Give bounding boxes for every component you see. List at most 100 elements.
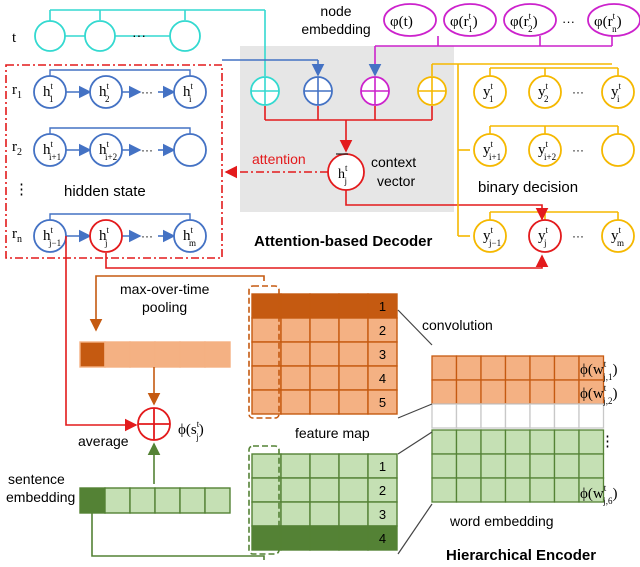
hidden-ellipsis: ··· (141, 85, 153, 99)
orange-map-cell (338, 293, 369, 319)
hidden-loop (49, 213, 191, 221)
rn-label: rn (12, 226, 22, 245)
word-matrix-cell (529, 403, 556, 429)
orange-map-index: 4 (379, 371, 386, 386)
svg-text:ϕ(stj): ϕ(stj) (178, 419, 204, 442)
green-map-cell (280, 453, 311, 479)
orange-map-cell (338, 341, 369, 367)
t-row-ellipsis: ··· (132, 27, 146, 43)
orange-map-cell (280, 317, 311, 343)
word-matrix-cell (431, 355, 458, 381)
green-map-cell (338, 501, 369, 527)
context-vector-label: context (371, 154, 416, 170)
orange-vector-cell (79, 341, 106, 368)
orange-map-cell (338, 365, 369, 391)
sentence-vector-cell (154, 487, 181, 514)
context-vector-label-2: vector (377, 173, 415, 189)
word-matrix-cell (578, 379, 605, 405)
green-map-index: 1 (379, 459, 386, 474)
word-matrix-cell (480, 355, 507, 381)
green-map-cell (280, 501, 311, 527)
orange-map-cell (251, 389, 282, 415)
node-embedding (503, 3, 557, 37)
svg-text:rn: rn (12, 226, 22, 245)
sentence-vector-cell (79, 487, 106, 514)
hidden-node (89, 75, 123, 109)
vdots-left: ⋮ (14, 181, 29, 198)
word-matrix-cell (504, 403, 531, 429)
word-matrix-cell (578, 355, 605, 381)
word-matrix-cell (431, 403, 458, 429)
word-matrix-cell (553, 379, 580, 405)
word-matrix-cell (553, 429, 580, 455)
node-embedding (383, 3, 437, 37)
green-map-cell (280, 477, 311, 503)
word-embedding-label: word embedding (449, 513, 554, 529)
hidden-node (173, 133, 207, 167)
svg-text:r2: r2 (12, 139, 22, 158)
word-matrix-cell (578, 477, 605, 503)
word-matrix-cell (455, 355, 482, 381)
green-map-cell (338, 453, 369, 479)
node-embedding-label-2: embedding (301, 21, 370, 37)
green-map-cell (309, 453, 340, 479)
hidden-node (89, 133, 123, 167)
word-matrix-cell (529, 379, 556, 405)
word-matrix-cell (455, 477, 482, 503)
orange-map-cell (280, 389, 311, 415)
word-matrix-cell (431, 453, 458, 479)
decoder-wiring (105, 36, 613, 269)
t-node (84, 20, 116, 52)
decision-ellipsis: ··· (572, 143, 584, 157)
word-matrix-cell (504, 453, 531, 479)
orange-map-cell (251, 293, 282, 319)
orange-map-index: 3 (379, 347, 386, 362)
hidden-node (89, 219, 123, 253)
word-matrix-cell (455, 453, 482, 479)
word-matrix-cell (504, 355, 531, 381)
orange-map-cell (367, 293, 398, 319)
decision-node (601, 219, 635, 253)
sentence-embedding-label-2: embedding (6, 489, 75, 505)
green-map-cell (367, 477, 398, 503)
sentence-vector-cell (204, 487, 231, 514)
vdots-word: ⋮ (600, 433, 615, 450)
word-matrix-cell (553, 453, 580, 479)
encoder-title: Hierarchical Encoder (446, 547, 596, 564)
t-label: t (12, 30, 17, 46)
orange-map-cell (251, 365, 282, 391)
hidden-state-label: hidden state (64, 183, 146, 200)
orange-map-cell (309, 365, 340, 391)
hidden-loop (49, 69, 191, 77)
orange-vector-cell (154, 341, 181, 368)
orange-vector-cell (204, 341, 231, 368)
orange-map-cell (280, 365, 311, 391)
green-map-cell (367, 501, 398, 527)
word-matrix-cell (529, 477, 556, 503)
green-map-cell (338, 525, 369, 551)
green-map-index: 2 (379, 483, 386, 498)
word-matrix-cell (553, 403, 580, 429)
green-map-cell (367, 525, 398, 551)
word-matrix-cell (504, 429, 531, 455)
word-matrix-cell (431, 379, 458, 405)
encoder-wiring (65, 236, 433, 560)
decision-node (601, 75, 635, 109)
hidden-loop (49, 127, 191, 135)
